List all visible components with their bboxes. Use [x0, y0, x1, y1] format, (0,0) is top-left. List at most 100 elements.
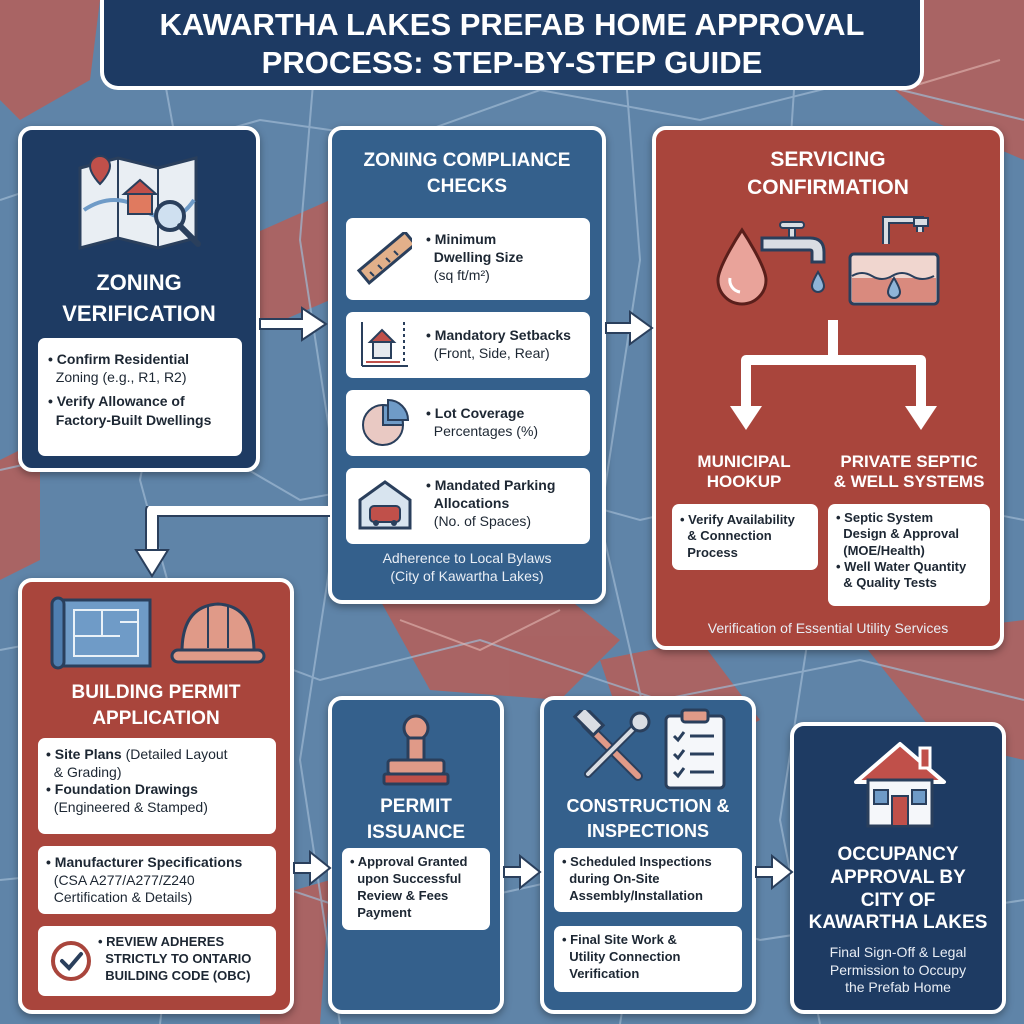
occupancy-caption-3: the Prefab Home [845, 979, 951, 995]
servicing-title-1: SERVICING [770, 148, 886, 171]
compliance-caption-1: Adherence to Local Bylaws [382, 550, 552, 566]
permit-app-title-2: APPLICATION [92, 707, 220, 729]
item-line-1: Mandated Parking [434, 477, 556, 493]
private-line-4: Well Water Quantity [844, 558, 967, 574]
ruler-icon [356, 232, 412, 285]
branch-arrow [730, 320, 937, 430]
issuance-note: • Approval Granted upon Successful Revie… [342, 848, 490, 930]
building-permit-application-card: BUILDING PERMIT APPLICATION • Site Plans… [18, 578, 294, 1014]
clipboard-icon [664, 708, 726, 790]
zoning-verification-card: ZONING VERIFICATION • Confirm Residentia… [18, 126, 260, 472]
occupancy-caption-2: Permission to Occupy [829, 961, 967, 978]
construction-a3: Assembly/Installation [569, 887, 703, 903]
arrow-permit-app-to-issuance [293, 849, 332, 887]
obc-line-2: STRICTLY TO ONTARIO [105, 950, 252, 966]
checkmark-icon [51, 941, 91, 981]
item-line-2: (Front, Side, Rear) [433, 345, 550, 362]
compliance-item-parking: • Mandated Parking Allocations (No. of S… [346, 468, 590, 544]
servicing-title-2: CONFIRMATION [747, 176, 909, 200]
map-icon [78, 155, 201, 250]
private-line-5: & Quality Tests [843, 575, 937, 590]
title-line-1: KAWARTHA LAKES PREFAB HOME APPROVAL [159, 7, 865, 42]
item-line-3: (No. of Spaces) [433, 513, 532, 530]
compliance-title-1: ZONING COMPLIANCE [363, 150, 571, 171]
occupancy-title-3: CITY OF [860, 889, 936, 911]
item-line-3: (sq ft/m²) [433, 267, 490, 284]
zoning-item-label: Verify Allowance of [56, 393, 185, 410]
permit-plans-note: • Site Plans (Detailed Layout & Grading)… [38, 738, 276, 834]
occupancy-approval-card: OCCUPANCY APPROVAL BY CITY OF KAWARTHA L… [790, 722, 1006, 1014]
zoning-checklist: • Confirm Residential Zoning (e.g., R1, … [38, 338, 242, 456]
arrow-compliance-to-servicing [605, 310, 654, 346]
foundation-detail: (Engineered & Stamped) [53, 798, 208, 815]
zoning-item-detail: Zoning (e.g., R1, R2) [55, 369, 187, 386]
stamp-icon [382, 714, 450, 786]
permit-issuance-card: PERMIT ISSUANCE • Approval Granted upon … [328, 696, 504, 1014]
site-plans-label: Site Plans [54, 746, 122, 762]
zoning-item-residential: • Confirm Residential Zoning (e.g., R1, … [48, 351, 190, 386]
issuance-line-1: Approval Granted [357, 854, 468, 869]
house-icon [854, 742, 946, 828]
faucet-icon [760, 221, 826, 293]
permit-app-title-1: BUILDING PERMIT [71, 682, 241, 703]
manufacturer-label: Manufacturer Specifications [54, 854, 243, 870]
scheduled-inspections-note: • Scheduled Inspections during On-Site A… [554, 848, 742, 912]
item-line-1: Mandatory Setbacks [434, 327, 571, 343]
septic-tank-icon [848, 216, 940, 306]
site-plans-detail-2: & Grading) [53, 763, 122, 780]
zoning-title-2: VERIFICATION [62, 301, 216, 327]
item-line-2: Dwelling Size [433, 249, 524, 266]
foundation-label: Foundation Drawings [54, 781, 198, 797]
construction-a1: Scheduled Inspections [570, 854, 712, 869]
construction-b1: Final Site Work & [570, 932, 677, 947]
issuance-line-2: upon Successful [357, 870, 462, 886]
compliance-item-dwelling-size: • Minimum Dwelling Size (sq ft/m²) [346, 218, 590, 300]
private-line-1: Septic System [844, 510, 934, 525]
zoning-item-detail: Factory-Built Dwellings [55, 411, 212, 428]
municipal-line-3: Process [687, 544, 738, 560]
arrow-zoning-to-compliance [259, 306, 328, 342]
municipal-hookup-note: • Verify Availability & Connection Proce… [672, 504, 818, 570]
municipal-head-1: MUNICIPAL [697, 452, 791, 471]
municipal-line-2: & Connection [687, 528, 772, 544]
obc-line-1: REVIEW ADHERES [106, 934, 225, 949]
occupancy-title-4: KAWARTHA LAKES [808, 912, 988, 934]
final-site-work-note: • Final Site Work & Utility Connection V… [554, 926, 742, 992]
occupancy-title-2: APPROVAL BY [830, 866, 966, 888]
servicing-confirmation-card: SERVICING CONFIRMATION MUNICIPAL HOOKUP … [652, 126, 1004, 650]
compliance-item-setbacks: • Mandatory Setbacks (Front, Side, Rear) [346, 312, 590, 378]
item-line-2: Percentages (%) [433, 423, 539, 440]
zoning-title-1: ZONING [96, 270, 182, 295]
private-line-3: (MOE/Health) [843, 542, 925, 558]
compliance-caption-2: (City of Kawartha Lakes) [390, 567, 544, 584]
private-head-1: PRIVATE SEPTIC [840, 452, 978, 471]
obc-line-3: BUILDING CODE (OBC) [105, 967, 251, 983]
construction-a2: during On-Site [569, 870, 660, 886]
manufacturer-specs-note: • Manufacturer Specifications (CSA A277/… [38, 846, 276, 914]
arrow-compliance-to-permit-app [134, 506, 330, 578]
manufacturer-detail-1: (CSA A277/A277/Z240 [53, 871, 195, 888]
tools-icon [572, 710, 651, 781]
water-drop-icon [716, 227, 768, 306]
compliance-item-lot-coverage: • Lot Coverage Percentages (%) [346, 390, 590, 456]
site-plans-detail: (Detailed Layout [125, 746, 228, 762]
construction-inspections-card: CONSTRUCTION & INSPECTIONS • Scheduled I… [540, 696, 756, 1014]
occupancy-caption-1: Final Sign-Off & Legal [829, 944, 967, 960]
item-line-2: Allocations [433, 495, 510, 512]
construction-title-2: INSPECTIONS [586, 820, 710, 841]
issuance-line-4: Payment [357, 904, 412, 920]
issuance-title-2: ISSUANCE [366, 821, 466, 843]
private-systems-note: • Septic System Design & Approval (MOE/H… [828, 504, 990, 606]
title-line-2: PROCESS: STEP-BY-STEP GUIDE [261, 45, 763, 80]
pie-chart-icon [362, 398, 410, 446]
hard-hat-icon [170, 602, 266, 664]
construction-b3: Verification [569, 965, 640, 981]
construction-title-1: CONSTRUCTION & [566, 796, 730, 816]
zoning-item-factory: • Verify Allowance of Factory-Built Dwel… [48, 393, 212, 428]
house-setback-icon [361, 322, 408, 367]
municipal-head-2: HOOKUP [706, 472, 782, 492]
servicing-caption: Verification of Essential Utility Servic… [707, 620, 949, 636]
issuance-line-3: Review & Fees [357, 887, 449, 903]
construction-b2: Utility Connection [569, 948, 681, 964]
zoning-item-label: Confirm Residential [56, 351, 190, 367]
